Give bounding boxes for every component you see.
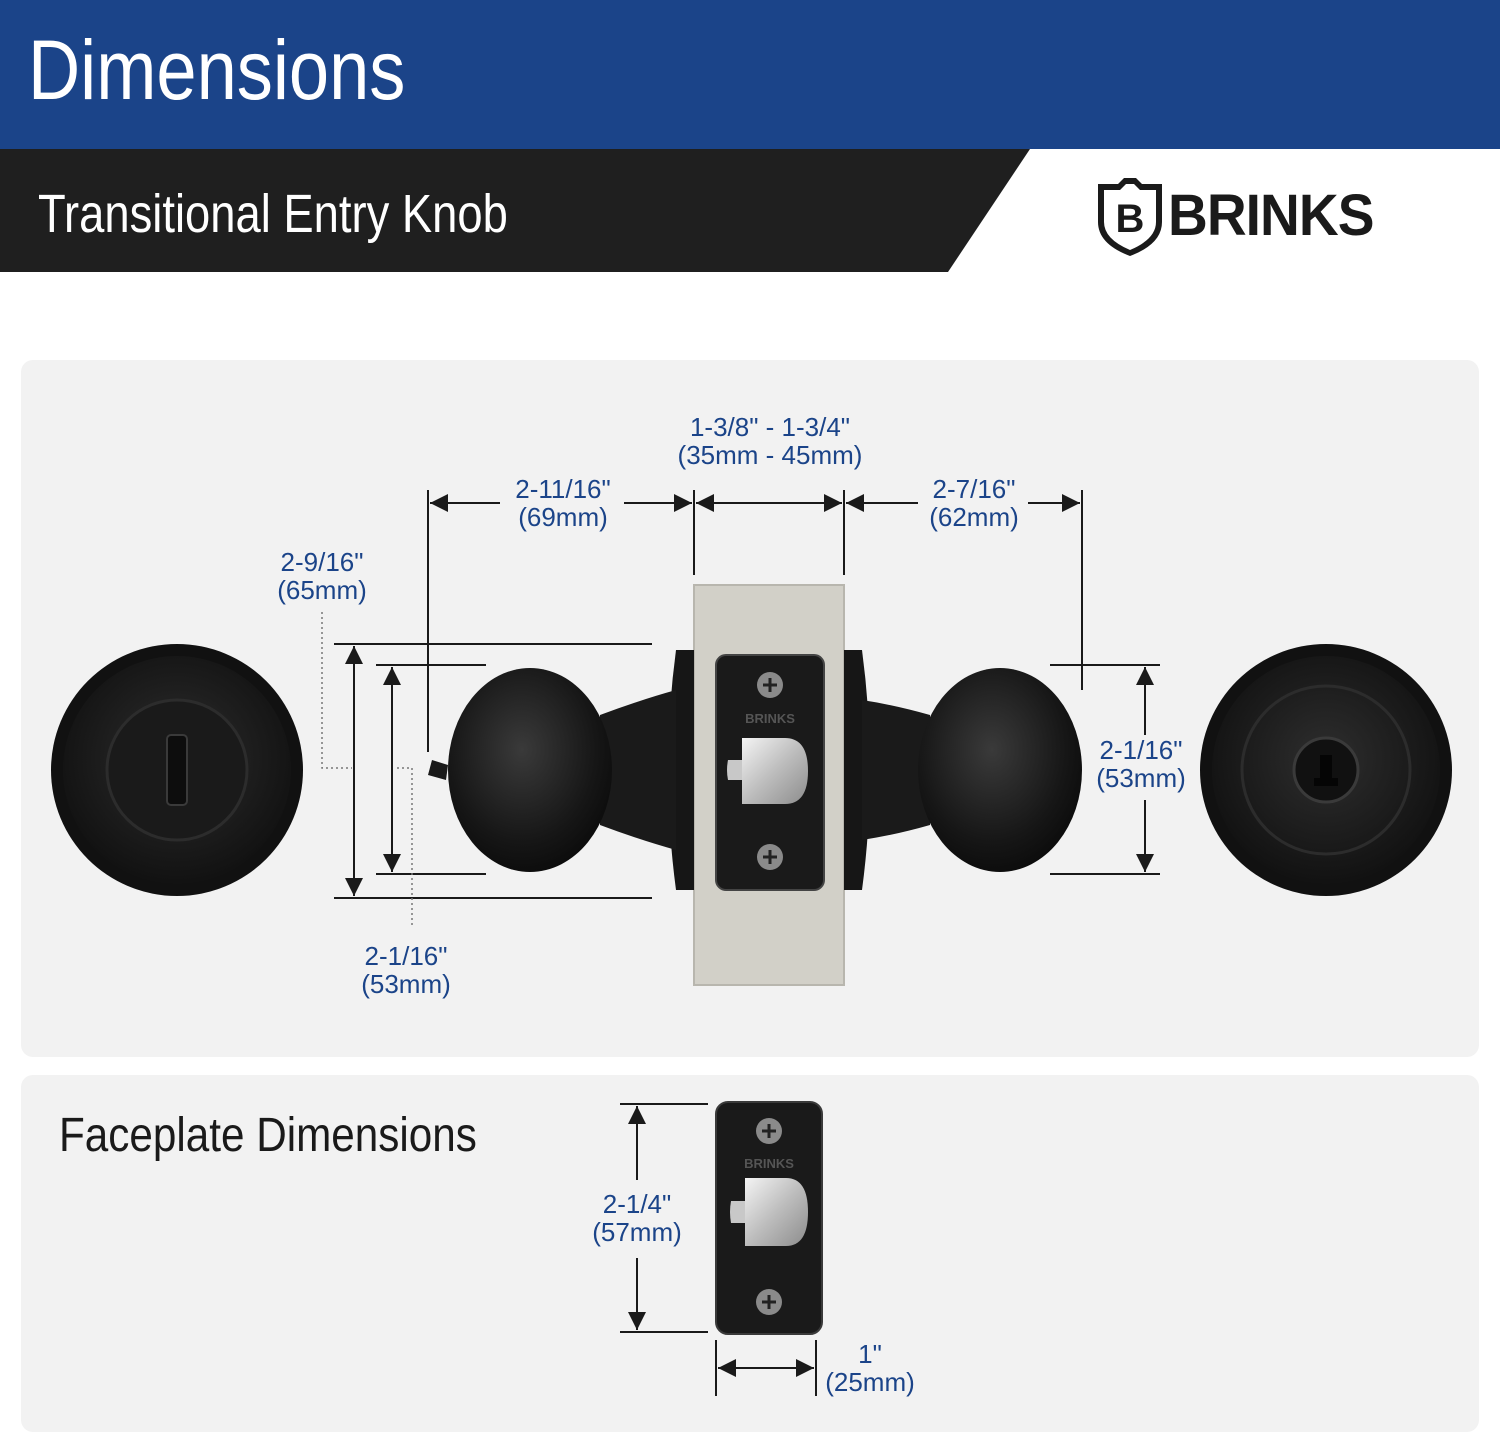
faceplate-width-label: 1" (25mm) bbox=[825, 1339, 915, 1397]
thumbturn-icon bbox=[166, 734, 188, 806]
faceplate-title: Faceplate Dimensions bbox=[59, 1109, 477, 1162]
exterior-projection-label: 2-7/16" (62mm) bbox=[929, 474, 1019, 532]
interior-projection-label: 2-11/16" (69mm) bbox=[515, 474, 611, 532]
exterior-knob bbox=[918, 668, 1082, 872]
page-title: Dimensions bbox=[28, 23, 406, 117]
subtitle-band bbox=[0, 149, 1030, 272]
keyway-icon bbox=[1314, 755, 1338, 786]
brand-shield-icon: B bbox=[1098, 178, 1162, 256]
faceplate-detail: BRINKS bbox=[715, 1101, 823, 1335]
dimension-lines bbox=[334, 490, 1160, 1396]
thumbturn-side-icon bbox=[428, 760, 448, 780]
product-subtitle: Transitional Entry Knob bbox=[38, 184, 508, 244]
faceplate-height-label: 2-1/4" (57mm) bbox=[592, 1189, 682, 1247]
rose-diameter-label: 2-9/16" (65mm) bbox=[277, 547, 367, 605]
door-thickness-label: 1-3/8" - 1-3/4" (35mm - 45mm) bbox=[677, 412, 863, 470]
door-latch-faceplate: BRINKS bbox=[715, 654, 825, 891]
brand-logo: B BRINKS bbox=[1090, 178, 1420, 258]
interior-knob-neck bbox=[600, 690, 676, 850]
knob-diameter-right-label: 2-1/16" (53mm) bbox=[1096, 735, 1186, 793]
svg-text:BRINKS: BRINKS bbox=[744, 1156, 794, 1171]
exterior-knob-neck bbox=[862, 700, 930, 840]
header-band bbox=[0, 0, 1500, 149]
interior-knob bbox=[448, 668, 612, 872]
brand-name: BRINKS bbox=[1168, 183, 1374, 248]
exterior-rose-front-view bbox=[1200, 644, 1452, 896]
leader-lines bbox=[321, 612, 413, 925]
interior-rose-front-view bbox=[51, 644, 303, 896]
svg-text:BRINKS: BRINKS bbox=[745, 711, 795, 726]
knob-diameter-left-label: 2-1/16" (53mm) bbox=[361, 941, 451, 999]
svg-text:B: B bbox=[1116, 197, 1145, 241]
